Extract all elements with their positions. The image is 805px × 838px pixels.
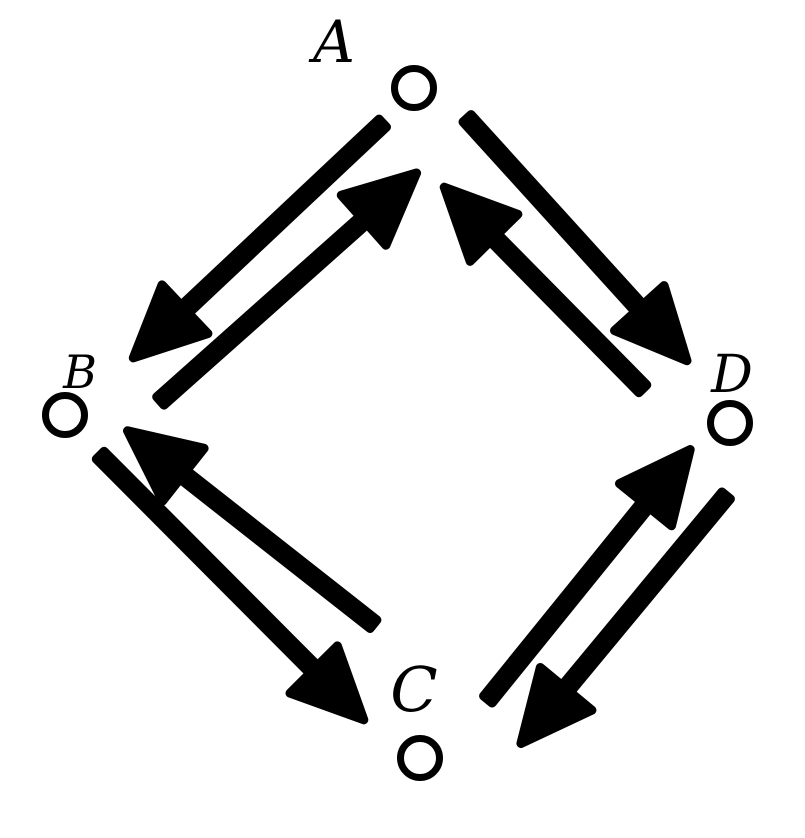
node-label-C: C	[390, 653, 437, 726]
node-circle-D	[707, 400, 753, 446]
node-label-A: A	[308, 8, 355, 76]
node-label-B: B	[62, 345, 97, 399]
arrow-A-to-D	[458, 110, 692, 366]
node-circle-B	[42, 392, 88, 438]
node-label-D: D	[710, 345, 753, 405]
node-circle-A	[391, 65, 437, 111]
arrow-C-to-D	[479, 445, 695, 708]
arrow-B-to-A	[152, 168, 422, 410]
arrow-D-to-C	[516, 487, 735, 748]
arrow-D-to-A	[439, 182, 652, 398]
arrow-A-to-B	[128, 114, 391, 363]
arrow-B-to-C	[91, 446, 369, 725]
node-circle-C	[397, 735, 443, 781]
arrow-C-to-B	[123, 426, 382, 633]
